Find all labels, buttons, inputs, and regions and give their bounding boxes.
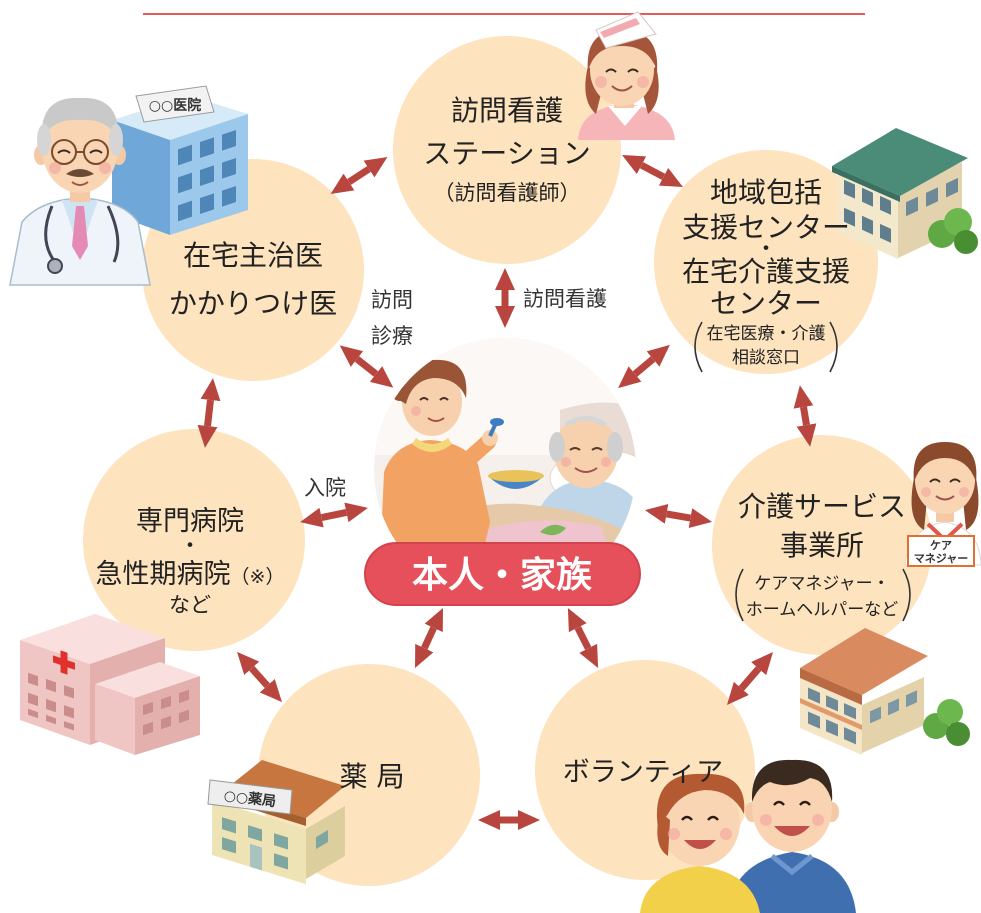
arrow-doctor-nursing [330,157,388,194]
pharmacy-label: 薬 局 [340,760,405,793]
badge-line-1: ケア [930,539,952,552]
care-service-line-1: 介護サービス [738,490,906,523]
hospital-acute-care: 急性期病院 [96,559,231,590]
care-note-left-paren [735,568,744,622]
node-hospital [83,429,305,651]
care-service-line-2: 事業所 [780,529,864,562]
arrow-regional-care [793,385,817,447]
center-label: 本人・家族 [412,555,592,596]
regional-center-note-2: 相談窓口 [732,348,800,368]
home-doctor-label: 在宅主治医 かかりつけ医 [169,239,337,320]
hospital-line-2: 急性期病院（※） [96,559,285,590]
badge-line-2: マネジャー [914,552,968,565]
regional-center-separator: ・ [755,237,777,262]
center-pill [364,542,641,606]
support-center-building-illustration [832,128,978,260]
pharmacy-sign-text: ○○薬局 [223,787,277,810]
arrow-hospital-center [300,502,368,528]
home-doctor-line-2: かかりつけ医 [169,287,337,320]
hospital-line-1: 専門病院 [136,506,244,537]
arrow-center-volunteer [567,608,599,668]
center-patient-family: 本人・家族 [364,542,641,606]
care-note-right-paren [902,568,911,622]
regional-center-note-1: 在宅医療・介護 [707,324,826,344]
node-care-service [712,435,932,655]
care-service-note-2: ホームヘルパーなど [746,600,899,620]
regional-note-right-paren [829,321,838,373]
arrow-nursing-regional [622,154,683,188]
arrow-hospital-pharmacy [237,651,282,703]
clinic-building-illustration: ○○医院 [112,85,248,235]
nursing-station-line-3: （訪問看護師） [434,181,581,205]
clinic-sign: ○○医院 [135,85,215,123]
pharmacy-building-illustration: ○○薬局 [207,760,345,885]
nursing-station-label: 訪問看護 ステーション （訪問看護師） [423,94,590,205]
arrow-doctor-hospital [197,378,221,448]
hospital-footnote-mark: （※） [231,566,285,588]
hospital-line-3: など [169,593,211,617]
edge-label-home-visit-line-2: 診療 [371,324,413,348]
edge-label-home-visit-line-1: 訪問 [371,288,413,312]
volunteer-label: ボランティア [563,757,723,788]
care-service-note-1: ケアマネジャー・ [754,574,889,594]
edge-label-nursing-visit: 訪問看護 [523,287,607,311]
arrow-doctor-center [339,345,394,388]
node-nursing-station [393,36,621,264]
care-manager-illustration: ケア マネジャー [904,442,981,567]
regional-center-line-3: 在宅介護支援 [682,255,850,288]
regional-note-left-paren [694,321,703,373]
arrow-center-pharmacy [415,607,443,669]
nursing-station-line-2: ステーション [423,137,590,170]
nursing-station-line-1: 訪問看護 [451,94,563,127]
hospital-label: 専門病院 ・ 急性期病院（※） など [96,506,285,617]
care-service-label: 介護サービス 事業所 ケアマネジャー・ ホームヘルパーなど [735,490,911,622]
regional-center-line-1: 地域包括 [710,176,822,209]
regional-center-line-2: 支援センター [682,211,850,244]
doctor-illustration [9,97,151,286]
regional-center-line-4: センター [710,287,822,320]
arrow-care-volunteer [726,651,774,706]
arrow-center-care [644,504,713,528]
hospital-separator: ・ [179,534,201,559]
clinic-sign-text: ○○医院 [149,97,201,114]
volunteers-illustration [640,759,856,913]
edge-label-admission: 入院 [304,476,346,500]
home-doctor-line-1: 在宅主治医 [183,239,323,272]
care-office-building-illustration [800,628,970,755]
care-manager-badge: ケア マネジャー [907,535,975,567]
regional-center-label: 地域包括 支援センター ・ 在宅介護支援 センター 在宅医療・介護 相談窓口 [682,176,850,373]
nurse-illustration [578,11,675,140]
node-regional-center [654,150,878,374]
hospital-building-illustration [20,614,200,755]
pharmacy-sign: ○○薬局 [207,779,293,815]
arrow-regional-center [618,344,670,389]
